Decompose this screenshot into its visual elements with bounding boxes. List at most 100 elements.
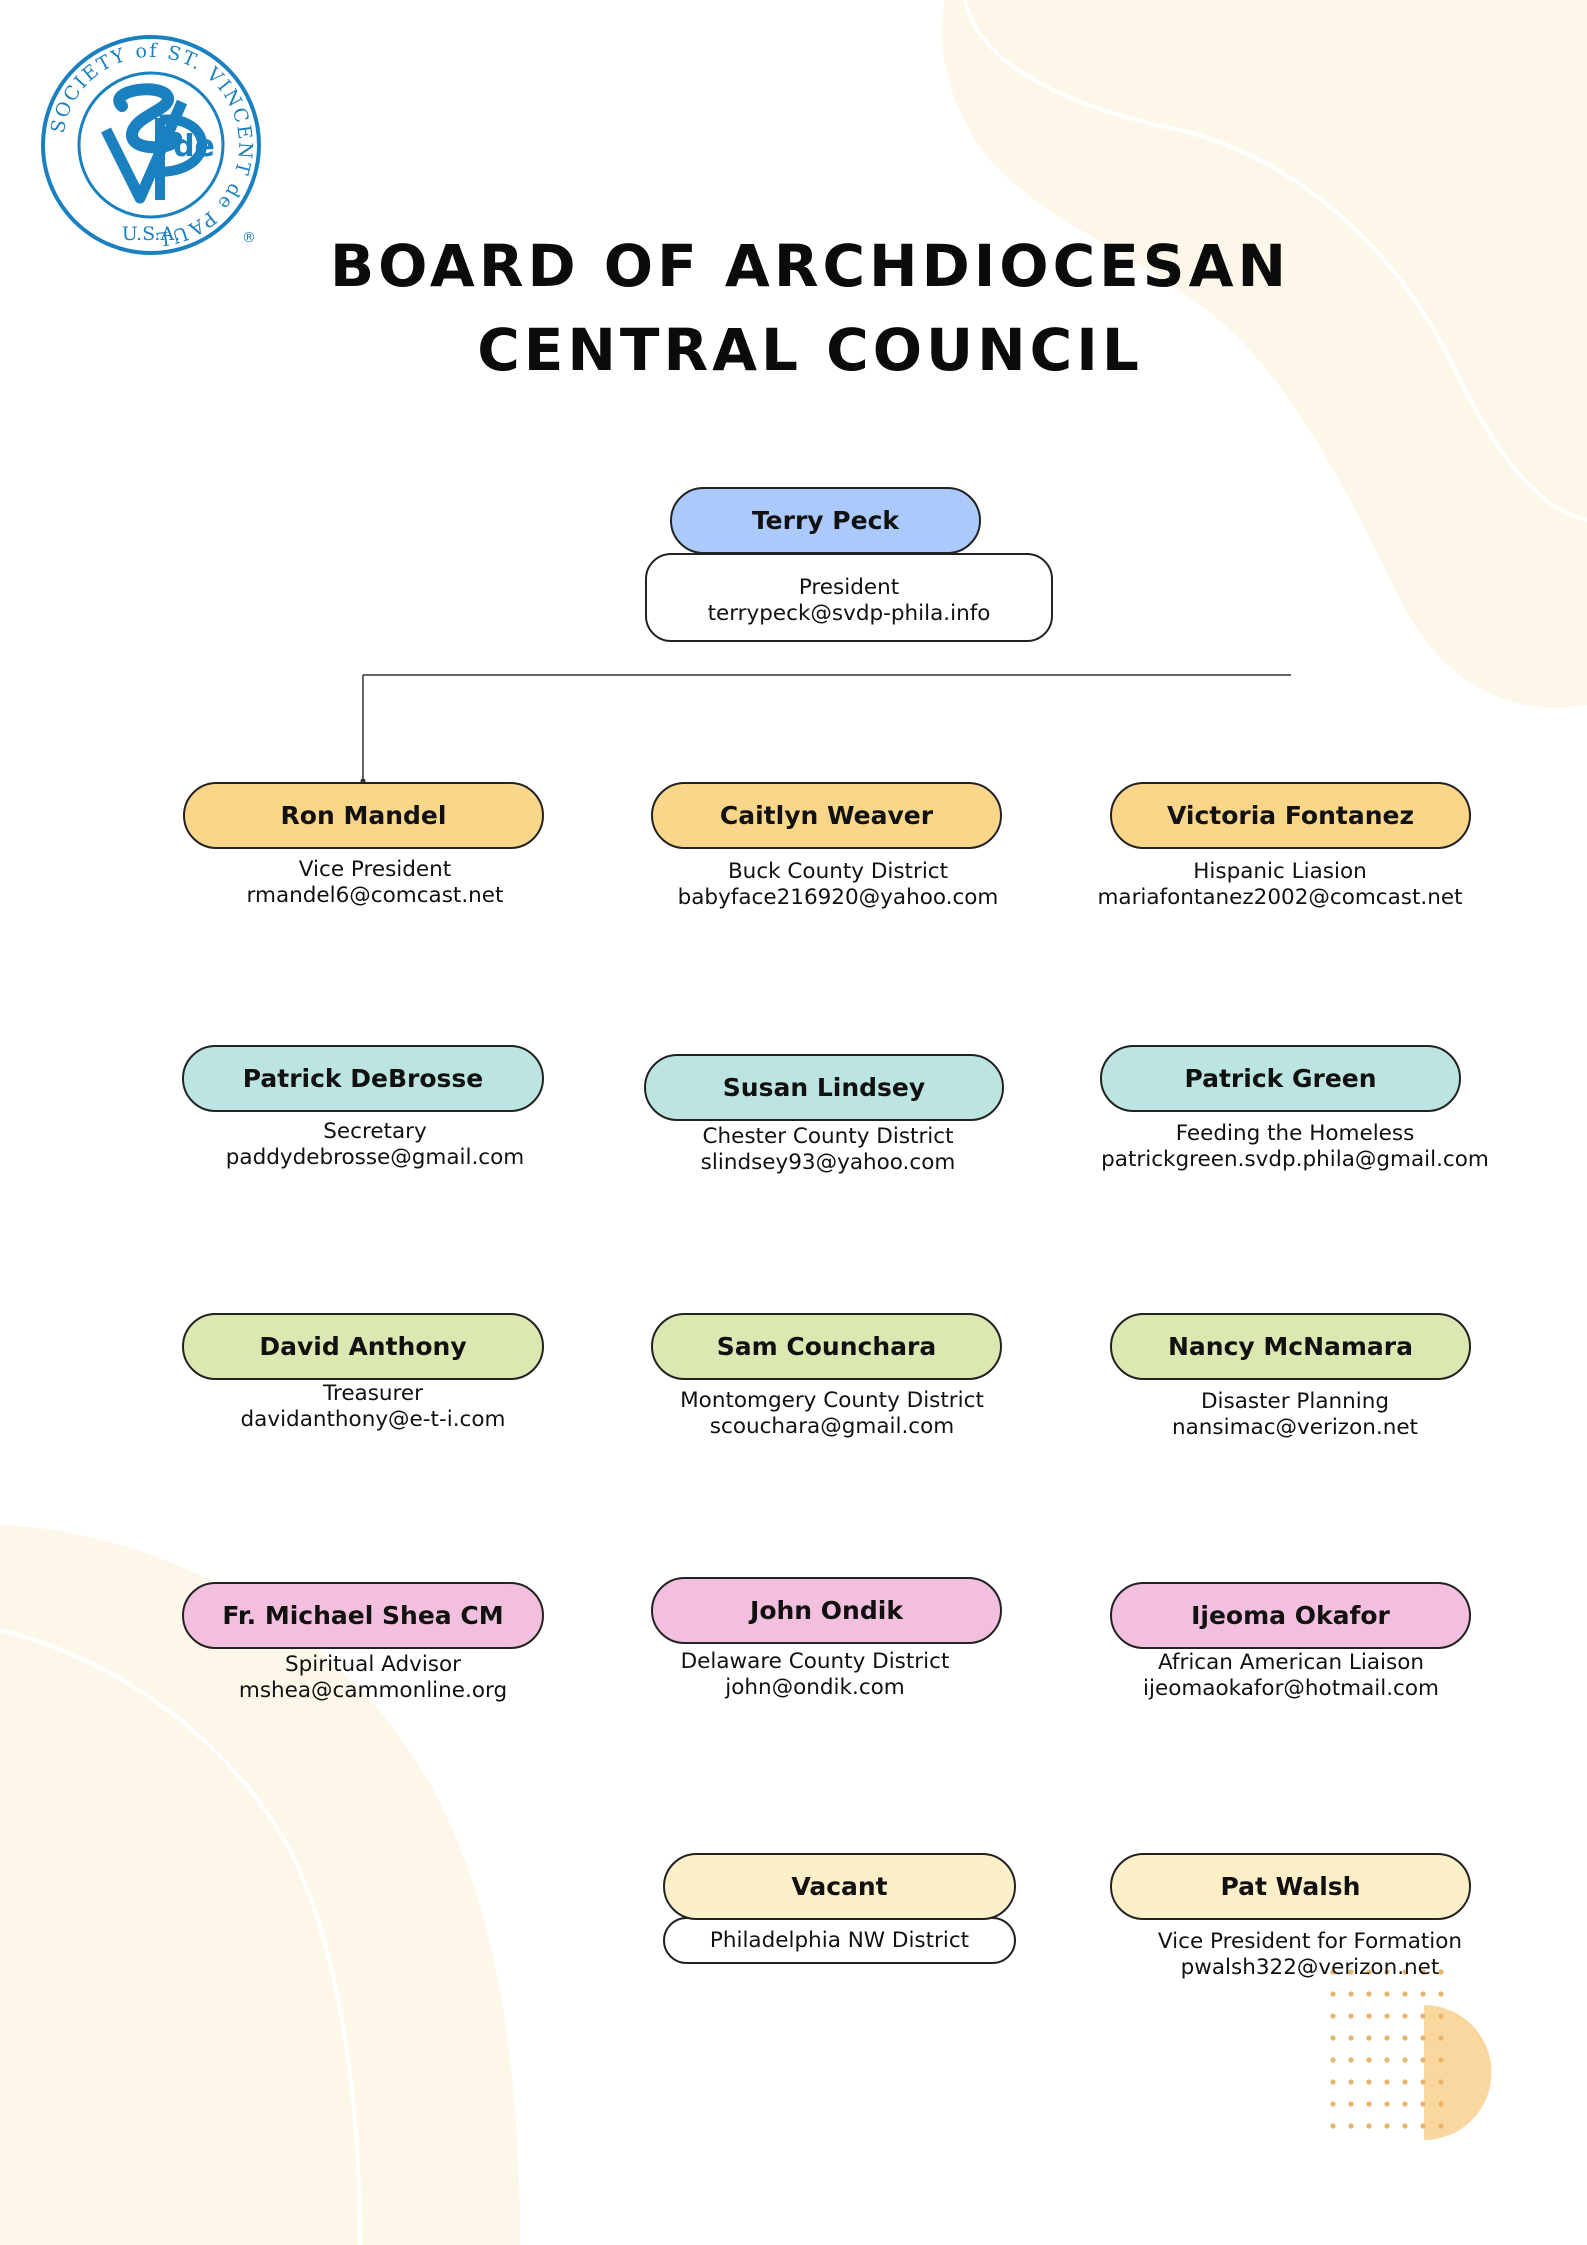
logo-registered-mark: ® [242,230,256,246]
member-email: mshea@cammonline.org [238,1678,508,1703]
member-role: Montomgery County District [680,1388,984,1413]
decor-dot [1348,2101,1354,2107]
decor-dot [1420,2101,1426,2107]
member-name-pill: David Anthony [182,1313,544,1380]
decor-dot [1438,1969,1444,1975]
member-name-pill: Fr. Michael Shea CM [182,1582,544,1649]
decor-dot [1366,2013,1372,2019]
member-email: slindsey93@yahoo.com [700,1150,956,1175]
top-right-swirl [963,0,1587,522]
decor-dot [1438,2101,1444,2107]
half-circle-deco [1424,2005,1492,2140]
member-name-pill: Patrick DeBrosse [182,1045,544,1112]
dot-grid [1330,1969,1444,2129]
decor-dot [1330,2079,1336,2085]
svdp-logo: SOCIETY of ST. VINCENT de PAUL U.S.A. de… [41,35,261,255]
decor-dot [1402,2079,1408,2085]
decor-dot [1366,2079,1372,2085]
decor-dot [1438,2057,1444,2063]
decor-dot [1348,2123,1354,2129]
member-role: Secretary [323,1119,427,1144]
president-email: terrypeck@svdp-phila.info [707,600,991,626]
member-role: Treasurer [322,1381,423,1406]
decor-dot [1420,2035,1426,2041]
decor-dot [1348,2057,1354,2063]
decor-dot [1402,1969,1408,1975]
member-role: Chester County District [702,1124,954,1149]
decor-dot [1330,1969,1336,1975]
member-email: patrickgreen.svdp.phila@gmail.com [1101,1147,1489,1172]
top-right-blob [942,0,1587,709]
member-name-pill: Susan Lindsey [644,1054,1004,1121]
decor-dot [1348,2035,1354,2041]
decor-dot [1384,2057,1390,2063]
decor-dot [1330,2101,1336,2107]
decor-dot [1366,1969,1372,1975]
president-role: President [798,574,900,600]
decor-dot [1438,2035,1444,2041]
member-email: babyface216920@yahoo.com [677,885,999,910]
decor-dot [1438,2013,1444,2019]
decor-dot [1420,2013,1426,2019]
decor-dot [1420,1969,1426,1975]
decor-dot [1384,2013,1390,2019]
member-email: john@ondik.com [725,1675,905,1700]
member-name-pill: Ron Mandel [183,782,544,849]
member-role: Feeding the Homeless [1175,1121,1415,1146]
decor-dot [1384,2079,1390,2085]
member-role: African American Liaison [1157,1650,1424,1675]
member-name-pill: John Ondik [651,1577,1002,1644]
decor-dot [1420,1991,1426,1997]
decor-dot [1384,2101,1390,2107]
member-role: Vice President [298,857,452,882]
member-email: ijeomaokafor@hotmail.com [1143,1676,1439,1701]
president-info-box: President terrypeck@svdp-phila.info [645,553,1053,642]
decor-dot [1348,1991,1354,1997]
member-name-pill: Nancy McNamara [1110,1313,1471,1380]
decor-dot [1330,2013,1336,2019]
member-email: scouchara@gmail.com [709,1414,955,1439]
member-role: Spiritual Advisor [285,1652,461,1677]
decor-dot [1366,2123,1372,2129]
member-name-pill: Sam Counchara [651,1313,1002,1380]
decor-dot [1438,2079,1444,2085]
decor-dot [1438,1991,1444,1997]
decor-dot [1348,1969,1354,1975]
bottom-left-swirl [0,1628,362,2245]
decor-dot [1384,1969,1390,1975]
member-email: nansimac@verizon.net [1172,1415,1418,1440]
member-role: Philadelphia NW District [709,1927,970,1953]
member-email: davidanthony@e-t-i.com [240,1407,506,1432]
member-role-box: Philadelphia NW District [663,1917,1016,1964]
member-role: Buck County District [727,859,949,884]
member-role: Disaster Planning [1200,1389,1390,1414]
member-name-pill: Pat Walsh [1110,1853,1471,1920]
member-email: paddydebrosse@gmail.com [225,1145,525,1170]
decor-dot [1438,2123,1444,2129]
decor-dot [1366,2035,1372,2041]
member-email: rmandel6@comcast.net [246,883,504,908]
decor-dot [1330,1991,1336,1997]
decor-dot [1402,1991,1408,1997]
decor-dot [1330,2057,1336,2063]
decor-dot [1384,2035,1390,2041]
decor-dot [1402,2123,1408,2129]
decor-dot [1366,2101,1372,2107]
decor-dot [1330,2123,1336,2129]
president-name-pill: Terry Peck [670,487,981,554]
decor-dot [1366,1991,1372,1997]
decor-dot [1402,2057,1408,2063]
decor-dot [1366,2057,1372,2063]
decor-dot [1384,1991,1390,1997]
member-role: Hispanic Liasion [1193,859,1367,884]
decor-dot [1384,2123,1390,2129]
page-title-line1: BOARD OF ARCHDIOCESAN [329,232,1291,300]
member-name-pill: Caitlyn Weaver [651,782,1002,849]
decor-dot [1420,2057,1426,2063]
member-name-pill: Victoria Fontanez [1110,782,1471,849]
member-role: Vice President for Formation [1157,1929,1463,1954]
member-name-pill: Vacant [663,1853,1016,1920]
member-name-pill: Patrick Green [1100,1045,1461,1112]
page-title-line2: CENTRAL COUNCIL [477,316,1143,384]
